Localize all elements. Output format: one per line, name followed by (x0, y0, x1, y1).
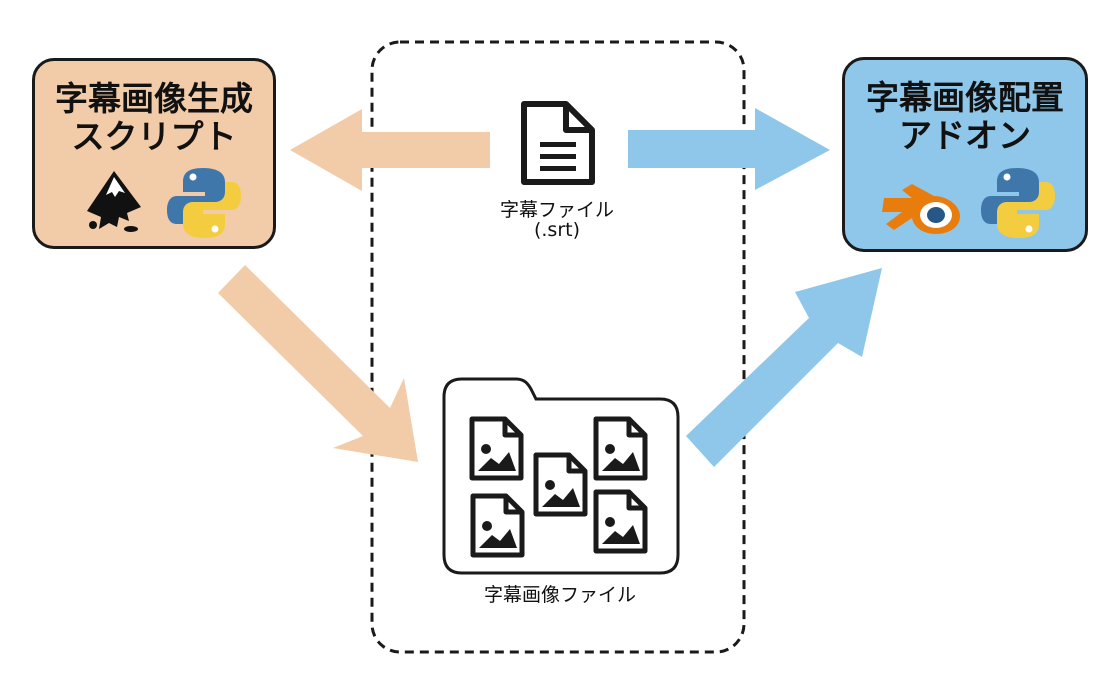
addon-box-subtitle: アドオン (899, 116, 1031, 155)
addon-box: 字幕画像配置 アドオン (842, 57, 1088, 252)
image-file-icon (472, 419, 521, 478)
script-box-title: 字幕画像生成 (55, 79, 253, 118)
addon-box-title: 字幕画像配置 (866, 78, 1064, 117)
script-box: 字幕画像生成 スクリプト (32, 58, 276, 249)
image-file-icon (536, 455, 585, 514)
python-icon (167, 168, 241, 238)
arrow-folder-to-addon (686, 268, 882, 467)
arrow-srt-to-script (290, 109, 490, 191)
document-icon (521, 101, 595, 185)
arrow-srt-to-addon (628, 108, 830, 190)
python-icon (981, 168, 1055, 238)
inkscape-icon (87, 171, 141, 232)
srt-file-label: 字幕ファイル (499, 199, 614, 221)
blender-icon (882, 184, 960, 234)
image-file-icon (596, 492, 645, 551)
srt-file-extension: (.srt) (533, 219, 581, 241)
image-file-icon (473, 496, 522, 555)
arrow-script-to-folder (218, 265, 418, 462)
image-file-icon (596, 419, 645, 478)
dashed-group-border (370, 40, 746, 654)
image-files-label: 字幕画像ファイル (483, 584, 636, 606)
script-box-subtitle: スクリプト (71, 117, 237, 156)
